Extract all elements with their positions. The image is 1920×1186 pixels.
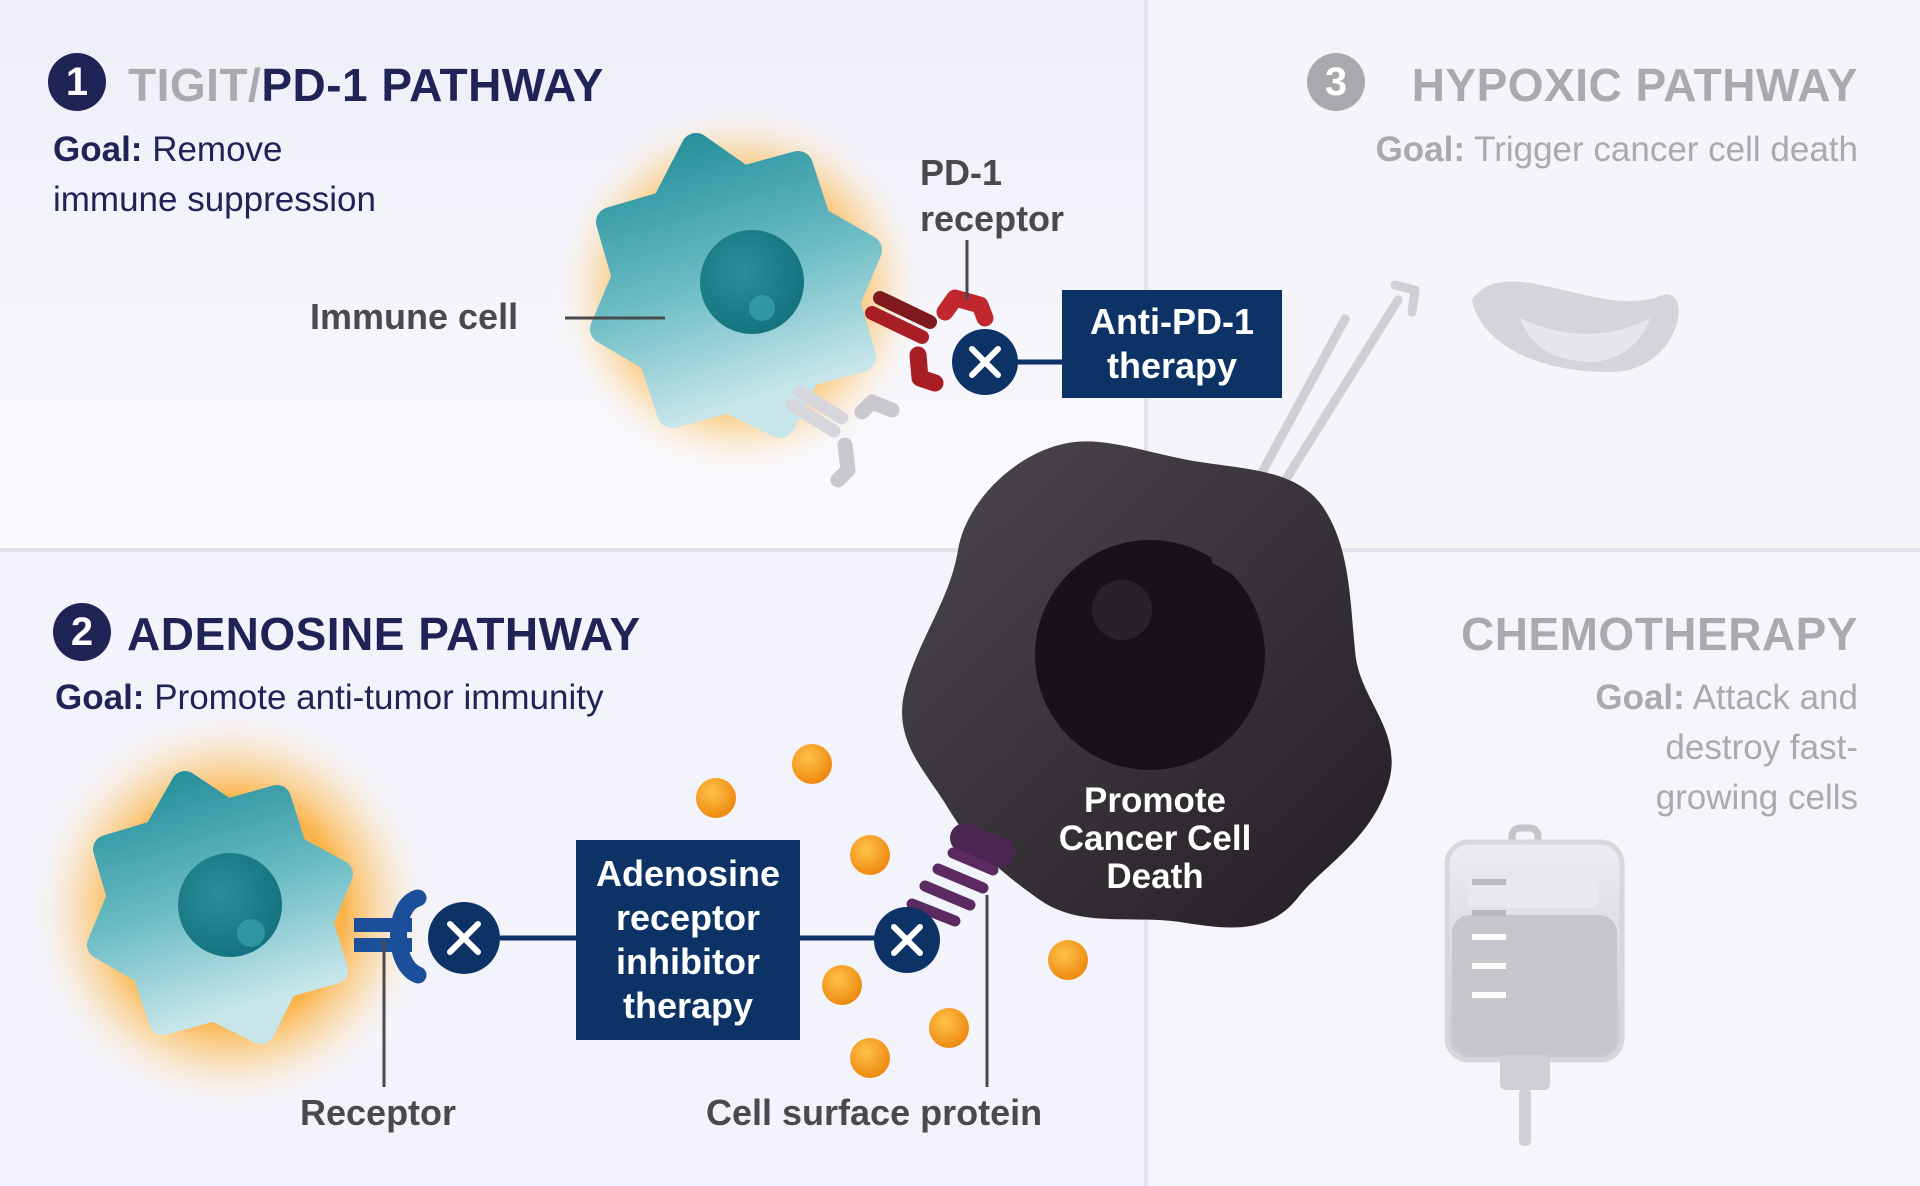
adenosine-therapy-line-3: inhibitor: [616, 941, 760, 982]
panel-2-goal: Goal: Promote anti-tumor immunity: [55, 673, 603, 723]
panel-1-title: TIGIT/PD-1 PATHWAY: [128, 58, 604, 112]
panel-1-title-prefix: TIGIT/: [128, 59, 262, 111]
adenosine-receptor-icon: [354, 889, 427, 984]
pd1-receptor-label-1: PD-1: [920, 152, 1003, 193]
receptor-label: Receptor: [300, 1092, 457, 1133]
anti-pd1-therapy-line-2: therapy: [1106, 345, 1238, 386]
panel-3-goal-text: Trigger cancer cell death: [1474, 130, 1858, 169]
cancer-cell-label-1: Promote: [1084, 781, 1226, 820]
panel-4-goal-text-2: destroy fast-: [1665, 728, 1858, 767]
panel-2-title: ADENOSINE PATHWAY: [127, 608, 641, 660]
iv-bag-icon: [1444, 824, 1625, 1146]
panel-hypoxic-bg: [1147, 0, 1920, 550]
cancer-cell-label: Promote Cancer Cell Death: [1010, 782, 1300, 896]
cancer-cell-label-3: Death: [1106, 857, 1204, 896]
panel-1-number: 1: [48, 53, 106, 111]
pd1-receptor-icon: [865, 289, 994, 392]
adenosine-therapy-box: Adenosine receptor inhibitor therapy: [576, 840, 800, 1040]
anti-pd1-therapy-line-1: Anti-PD-1: [1090, 301, 1254, 342]
panel-4-goal-text-3: growing cells: [1655, 778, 1858, 817]
panel-3-number: 3: [1307, 53, 1365, 111]
adenosine-therapy-line-4: therapy: [622, 985, 754, 1026]
panel-4-title: CHEMOTHERAPY: [1460, 608, 1858, 660]
adenosine-block-icon-right: [874, 907, 940, 973]
cancer-cell-label-2: Cancer Cell: [1058, 819, 1252, 858]
adenosine-immune-cell: [25, 705, 435, 1115]
panel-2-goal-text: Promote anti-tumor immunity: [154, 678, 604, 717]
panel-1-goal-text-2: immune suppression: [53, 180, 376, 219]
panel-2-goal-label: Goal:: [55, 678, 145, 717]
panel-4-goal: Goal: Attack and destroy fast- growing c…: [1595, 673, 1858, 823]
anti-pd1-therapy-box: Anti-PD-1 therapy: [1062, 290, 1282, 398]
panel-1-goal-text-1: Remove: [152, 130, 283, 169]
panel-4-goal-label: Goal:: [1595, 678, 1685, 717]
panel-2-number: 2: [53, 603, 111, 661]
pd1-receptor-label: PD-1 receptor: [920, 150, 1064, 242]
anti-pd1-block-icon: [952, 329, 1018, 395]
immune-cell-label: Immune cell: [310, 296, 519, 337]
panel-3-goal: Goal: Trigger cancer cell death: [1376, 125, 1858, 175]
pd1-immune-cell: [550, 100, 930, 480]
panel-3-goal-label: Goal:: [1375, 130, 1466, 169]
panel-1-goal-label: Goal:: [53, 130, 143, 169]
inactive-receptor-icon: [785, 385, 900, 488]
panel-3-title: HYPOXIC PATHWAY: [1411, 59, 1858, 111]
panel-1-goal: Goal: Remove immune suppression: [53, 125, 376, 225]
cell-surface-protein-label: Cell surface protein: [706, 1092, 1043, 1133]
cell-surface-protein-icon: [906, 823, 1015, 927]
panel-1-title-main: PD-1 PATHWAY: [261, 59, 604, 111]
arrow-tail: [1211, 555, 1245, 578]
hypoxic-cell-shape: [1472, 281, 1679, 372]
pd1-receptor-label-2: receptor: [920, 198, 1065, 239]
cancer-cell: [902, 441, 1392, 928]
panel-4-goal-text-1: Attack and: [1692, 678, 1858, 717]
adenosine-block-icon-left: [428, 902, 500, 974]
adenosine-therapy-line-1: Adenosine: [595, 853, 781, 894]
adenosine-molecules: [696, 744, 1088, 1078]
adenosine-therapy-line-2: receptor: [615, 897, 761, 938]
